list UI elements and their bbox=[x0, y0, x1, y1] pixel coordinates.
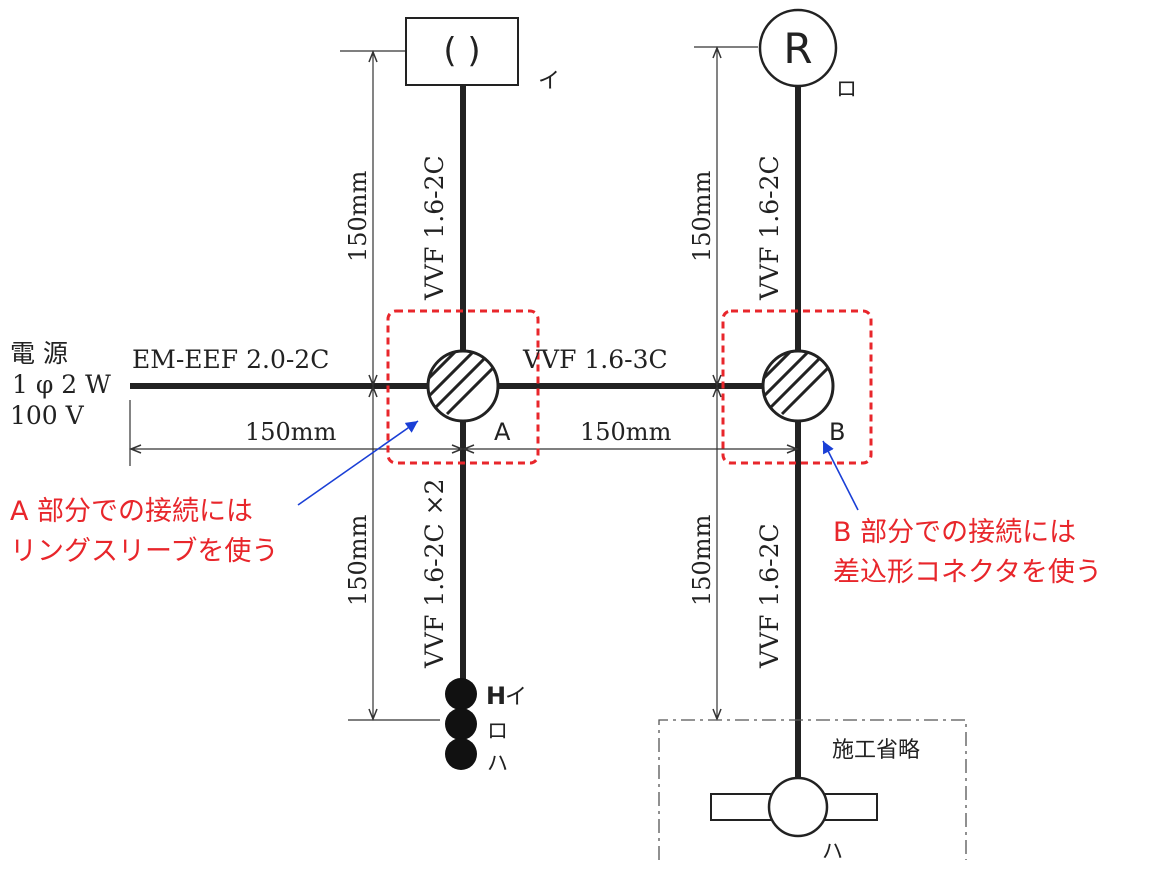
outlet-ro-label: ロ bbox=[487, 719, 508, 743]
junction-box-a bbox=[426, 349, 500, 423]
lamp-r-fixture: R bbox=[758, 8, 838, 88]
junction-box-b bbox=[761, 349, 835, 423]
source-line2: 1 φ 2 W bbox=[12, 370, 111, 399]
outlet-ha-label: ハ bbox=[487, 751, 508, 775]
lamp-r-label: ロ bbox=[836, 77, 857, 101]
note-a-arrow bbox=[297, 420, 419, 506]
cable-label-to-ha: VVF 1.6-2C bbox=[755, 523, 784, 669]
dim-label-a-down: 150mm bbox=[344, 514, 372, 606]
outlet-h-label: H bbox=[486, 682, 506, 710]
dim-label-a-to-b: 150mm bbox=[580, 418, 672, 446]
note-b-line2: 差込形コネクタを使う bbox=[833, 557, 1102, 588]
source-line3: 100 V bbox=[10, 401, 85, 430]
dim-label-b-down: 150mm bbox=[688, 514, 716, 606]
dim-label-a-up: 150mm bbox=[344, 170, 372, 262]
note-b-arrow bbox=[822, 440, 859, 511]
cable-label-to-i: VVF 1.6-2C bbox=[420, 155, 449, 301]
note-b-line1: B 部分での接続には bbox=[833, 517, 1076, 548]
cable-label-to-outlet: VVF 1.6-2C ×2 bbox=[420, 479, 449, 669]
a-to-b-cable-label: VVF 1.6-3C bbox=[522, 345, 668, 374]
switch-ha-device bbox=[710, 776, 878, 838]
lamp-r-symbol: R bbox=[783, 24, 812, 73]
junction-b-label: B bbox=[829, 418, 845, 446]
omitted-area-border bbox=[658, 719, 967, 860]
lamp-i-fixture: ( ) bbox=[405, 17, 519, 86]
omitted-label: 施工省略 bbox=[832, 738, 920, 763]
highlight-box-b bbox=[721, 309, 873, 465]
lamp-i-symbol: ( ) bbox=[443, 31, 480, 71]
junction-a-label: A bbox=[494, 418, 511, 446]
outlet-i-label: イ bbox=[505, 685, 527, 710]
lamp-i-label: イ bbox=[538, 69, 560, 94]
highlight-box-a bbox=[386, 309, 540, 465]
dim-label-b-up: 150mm bbox=[688, 170, 716, 262]
switch-ha-label: ハ bbox=[822, 839, 843, 863]
outlet-terminals bbox=[445, 678, 477, 770]
note-a-line2: リングスリーブを使う bbox=[10, 536, 278, 567]
cable-label-to-ro: VVF 1.6-2C bbox=[755, 155, 784, 301]
source-line1: 電 源 bbox=[10, 339, 68, 368]
main-cable-label: EM-EEF 2.0-2C bbox=[132, 345, 329, 374]
note-a-line1: A 部分での接続には bbox=[10, 496, 253, 527]
dim-label-src-to-a: 150mm bbox=[245, 418, 337, 446]
